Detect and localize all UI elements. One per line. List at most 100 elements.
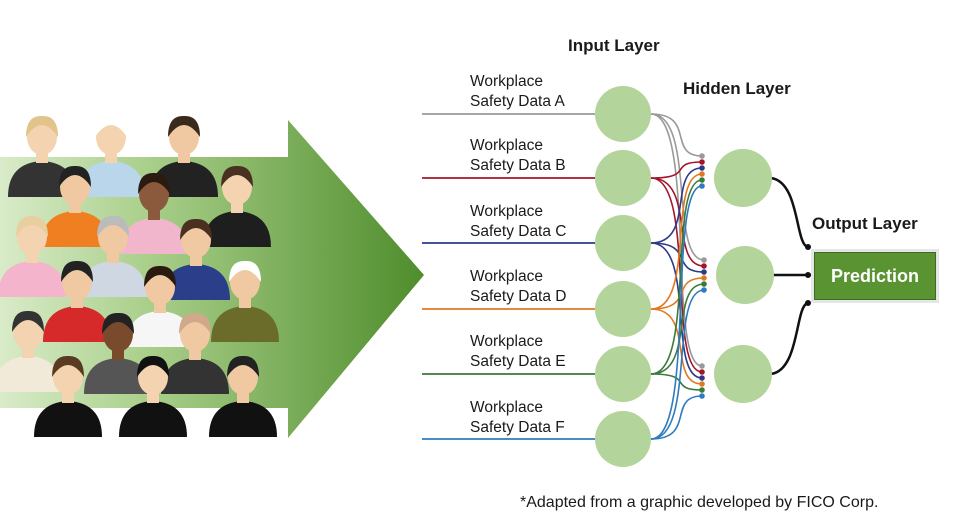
- person-icon: [209, 355, 277, 437]
- person-head: [27, 119, 57, 155]
- person-icon: [43, 260, 111, 342]
- person-body: [119, 401, 187, 437]
- input-node-a: [595, 86, 651, 142]
- input-node-e: [595, 346, 651, 402]
- connection-dot-c-hidden3: [699, 375, 705, 381]
- input-label-c-line1: Workplace: [470, 203, 543, 220]
- hidden-node-2: [716, 246, 774, 304]
- input-label-c: Workplace Safety Data C: [470, 202, 567, 242]
- person-hair: [137, 355, 169, 377]
- connection-f-hidden3: [650, 395, 703, 440]
- connection-hidden3-output: [770, 301, 809, 376]
- connection-dot-e-hidden3: [699, 387, 705, 393]
- input-label-b-line2: Safety Data B: [470, 157, 566, 174]
- person-icon: [41, 165, 109, 247]
- connection-dot-f-hidden2: [701, 287, 707, 293]
- output-dot-middle: [805, 272, 811, 278]
- person-icon: [126, 265, 194, 347]
- connection-dot-b-hidden3: [699, 369, 705, 375]
- person-hair: [221, 165, 253, 187]
- connection-dot-f-hidden3: [699, 393, 705, 399]
- input-label-e-line1: Workplace: [470, 333, 543, 350]
- person-head: [169, 119, 199, 155]
- person-hair: [180, 218, 212, 240]
- person-hair: [59, 165, 91, 187]
- person-head: [145, 269, 175, 305]
- person-body: [162, 264, 230, 300]
- person-body: [211, 306, 279, 342]
- input-node-f: [595, 411, 651, 467]
- person-head: [230, 264, 260, 300]
- input-label-b: Workplace Safety Data B: [470, 136, 566, 176]
- person-head: [98, 219, 128, 255]
- connection-dot-d-hidden2: [701, 275, 707, 281]
- person-hair: [138, 172, 170, 194]
- person-hair: [26, 115, 58, 137]
- output-dot-bottom: [805, 300, 811, 306]
- person-head: [17, 219, 47, 255]
- person-icon: [0, 215, 66, 297]
- input-label-f: Workplace Safety Data F: [470, 398, 565, 438]
- hidden-node-1: [714, 149, 772, 207]
- person-hair: [52, 355, 84, 377]
- input-label-d-line2: Safety Data D: [470, 288, 567, 305]
- person-hair: [12, 310, 44, 332]
- person-head: [138, 359, 168, 395]
- connection-dot-e-hidden1: [699, 177, 705, 183]
- person-body: [8, 161, 76, 197]
- person-hair: [227, 355, 259, 377]
- person-body: [0, 356, 62, 392]
- person-body: [84, 358, 152, 394]
- connection-dot-b-hidden2: [701, 263, 707, 269]
- connection-a-hidden2: [650, 113, 705, 261]
- connection-dot-b-hidden1: [699, 159, 705, 165]
- person-icon: [161, 312, 229, 394]
- person-head: [13, 314, 43, 350]
- input-label-d-line1: Workplace: [470, 268, 543, 285]
- person-icon: [77, 115, 145, 197]
- person-body: [43, 306, 111, 342]
- attribution-footnote: *Adapted from a graphic developed by FIC…: [520, 494, 879, 511]
- person-body: [161, 358, 229, 394]
- prediction-output-box: Prediction: [814, 252, 936, 300]
- person-icon: [84, 312, 152, 394]
- connection-d-hidden1: [650, 173, 703, 310]
- person-body: [41, 211, 109, 247]
- person-head: [62, 264, 92, 300]
- input-layer-title: Input Layer: [568, 36, 660, 55]
- connection-c-hidden1: [650, 167, 703, 244]
- connection-e-hidden2: [650, 283, 705, 375]
- connection-d-hidden3: [650, 308, 703, 385]
- connection-f-hidden1: [650, 185, 703, 440]
- person-hair: [16, 215, 48, 237]
- person-body: [0, 261, 66, 297]
- hidden-node-3: [714, 345, 772, 403]
- person-head: [180, 316, 210, 352]
- connection-dot-a-hidden3: [699, 363, 705, 369]
- person-icon: [119, 355, 187, 437]
- connection-dot-e-hidden2: [701, 281, 707, 287]
- input-lines: [422, 113, 595, 440]
- input-node-c: [595, 215, 651, 271]
- person-hair: [102, 312, 134, 334]
- connection-dot-a-hidden1: [699, 153, 705, 159]
- input-label-e-line2: Safety Data E: [470, 353, 566, 370]
- network-connections: [650, 113, 707, 440]
- input-label-f-line1: Workplace: [470, 399, 543, 416]
- person-icon: [162, 218, 230, 300]
- person-hair: [95, 115, 127, 137]
- person-body: [209, 401, 277, 437]
- input-label-c-line2: Safety Data C: [470, 223, 567, 240]
- person-body: [34, 401, 102, 437]
- person-head: [228, 359, 258, 395]
- person-icon: [0, 310, 62, 392]
- person-body: [126, 311, 194, 347]
- person-head: [222, 169, 252, 205]
- person-hair: [97, 215, 129, 237]
- person-hair: [61, 260, 93, 282]
- input-label-e: Workplace Safety Data E: [470, 332, 566, 372]
- input-node-d: [595, 281, 651, 337]
- crowd-illustration: [0, 115, 279, 437]
